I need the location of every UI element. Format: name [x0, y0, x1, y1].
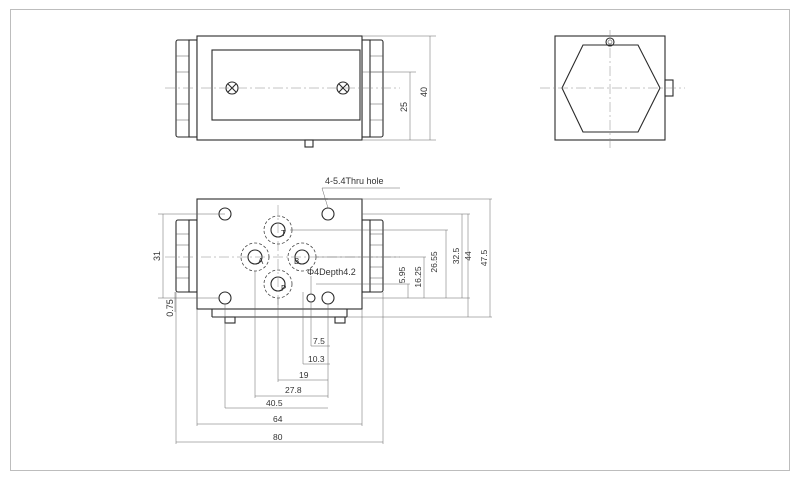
- dim-40: 40: [419, 87, 429, 97]
- front-view: A B T P 4-5.4Thru hole Φ4Depth4.2 31 0.7…: [152, 176, 492, 444]
- dim-25: 25: [399, 102, 409, 112]
- dim-27-8: 27.8: [285, 385, 302, 395]
- dim-47-5: 47.5: [479, 249, 489, 266]
- dim-16-25: 16.25: [413, 266, 423, 288]
- dim-19: 19: [299, 370, 309, 380]
- dim-10-3: 10.3: [308, 354, 325, 364]
- dim-31: 31: [152, 251, 162, 261]
- dim-64: 64: [273, 414, 283, 424]
- port-b-label: B: [294, 257, 299, 266]
- side-view: [540, 30, 685, 148]
- dim-7-5: 7.5: [313, 336, 325, 346]
- thru-hole-label: 4-5.4Thru hole: [325, 176, 384, 186]
- dim-44: 44: [463, 251, 473, 261]
- dim-80: 80: [273, 432, 283, 442]
- dim-26-55: 26.55: [429, 251, 439, 273]
- port-t-label: T: [281, 229, 286, 238]
- depth-label: Φ4Depth4.2: [307, 267, 356, 277]
- port-a-label: A: [258, 257, 264, 266]
- dim-5-95: 5.95: [397, 266, 407, 283]
- port-p-label: P: [281, 284, 286, 293]
- top-view: 40 25: [165, 35, 436, 148]
- dim-0-75: 0.75: [165, 299, 175, 317]
- dim-40-5: 40.5: [266, 398, 283, 408]
- dim-32-5: 32.5: [451, 247, 461, 264]
